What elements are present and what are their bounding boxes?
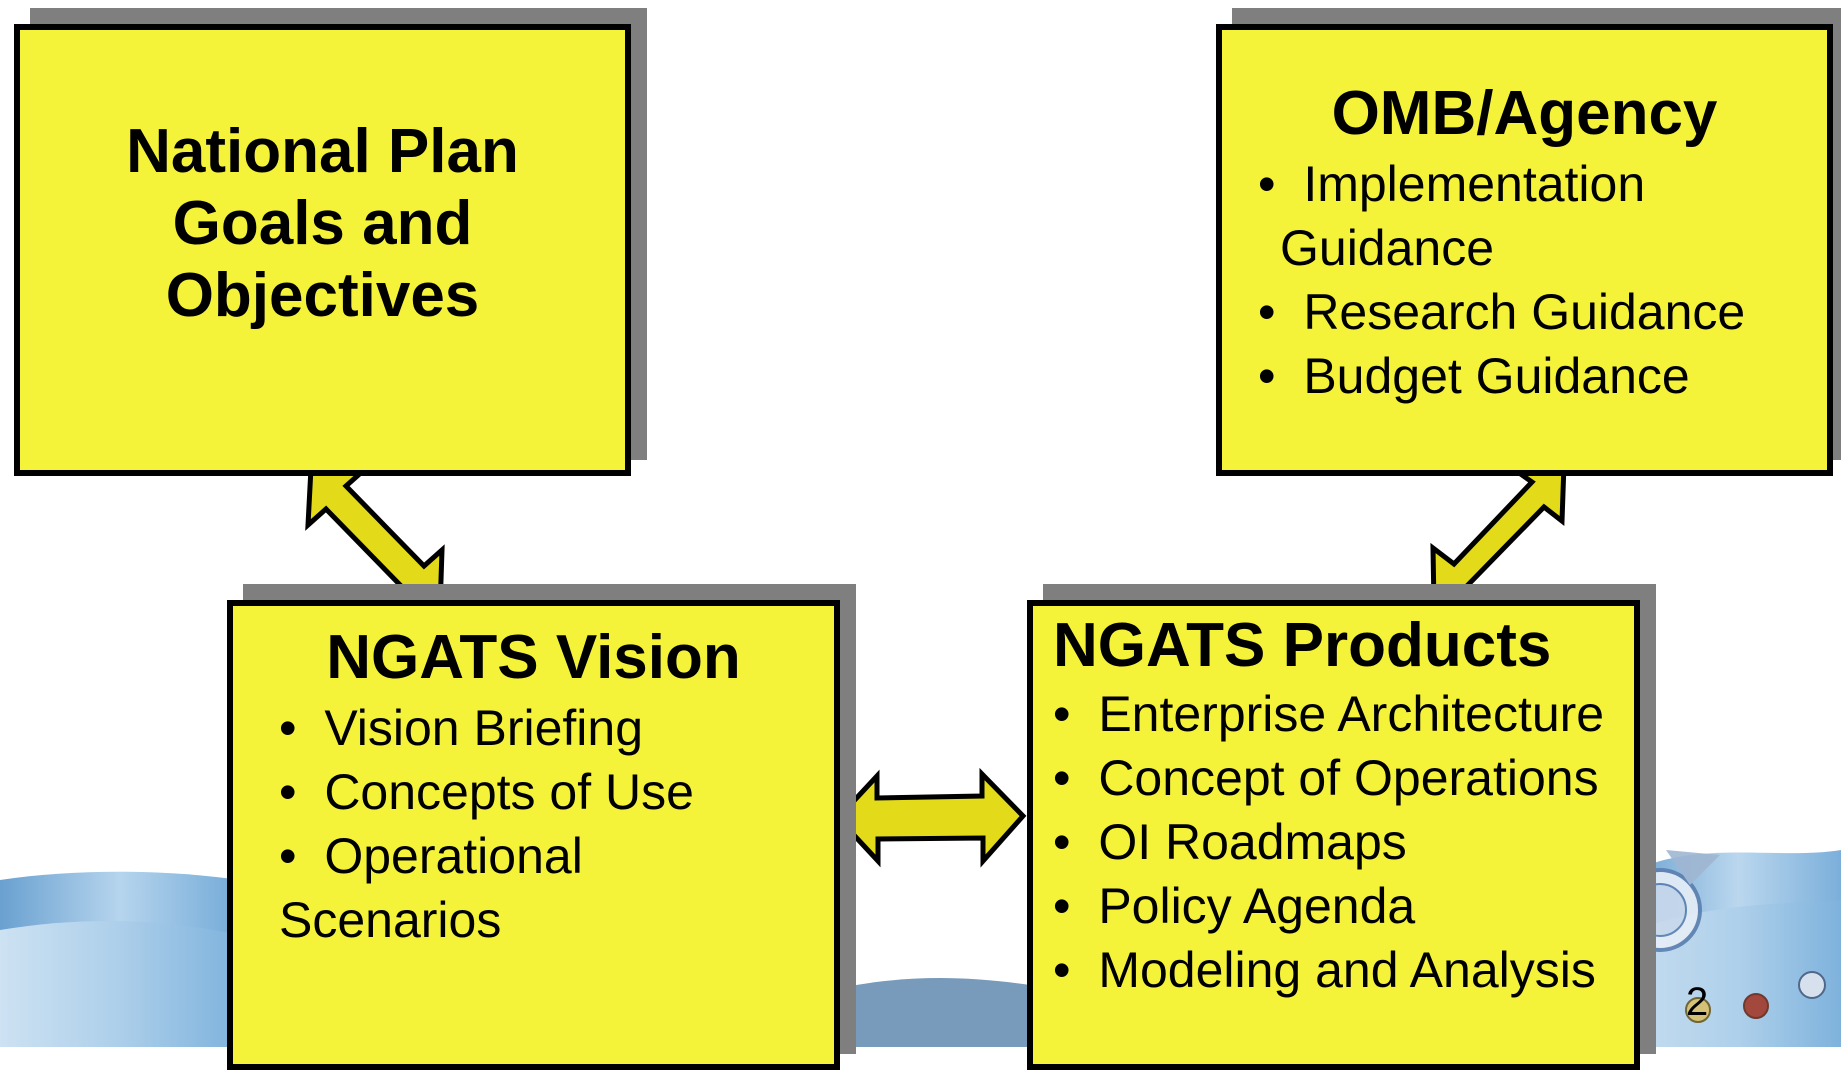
list-item: • Concepts of Use xyxy=(279,760,834,824)
bullet-icon: • xyxy=(1053,749,1085,806)
list-item-text: Enterprise Architecture xyxy=(1098,685,1605,742)
omb-agency-title: OMB/Agency xyxy=(1331,79,1718,148)
bullet-icon: • xyxy=(1053,813,1085,870)
bullet-icon: • xyxy=(1053,685,1085,742)
agency-logos xyxy=(1685,971,1826,1023)
list-item-text: Modeling and Analysis xyxy=(1098,941,1596,998)
page-number: 2 xyxy=(1686,980,1709,1024)
arrow-national-vision xyxy=(305,465,445,613)
arrow-vision-products xyxy=(834,767,1027,868)
list-item-text: Concept of Operations xyxy=(1098,749,1599,806)
national-plan-box: National Plan Goals and Objectives xyxy=(14,24,631,476)
list-item: • Concept of Operations xyxy=(1053,746,1634,810)
list-item-text: Vision Briefing xyxy=(324,699,644,756)
ngats-products-box: NGATS Products • Enterprise Architecture… xyxy=(1027,600,1640,1070)
list-item-text: Budget Guidance xyxy=(1303,347,1690,404)
list-item-text: Research Guidance xyxy=(1303,283,1746,340)
list-item: • Budget Guidance xyxy=(1258,344,1827,408)
ngats-vision-list: • Vision Briefing • Concepts of Use • Op… xyxy=(279,696,834,952)
list-item: • Research Guidance xyxy=(1258,280,1827,344)
list-item-text: Concepts of Use xyxy=(324,763,694,820)
national-plan-title-line: National Plan xyxy=(126,117,519,186)
swoosh-middle xyxy=(830,978,1030,1047)
list-item-text-continued: Scenarios xyxy=(279,891,502,948)
omb-agency-box: OMB/Agency • Implementation Guidance • R… xyxy=(1216,24,1833,476)
national-plan-title-line: Objectives xyxy=(165,260,480,330)
bullet-icon: • xyxy=(279,827,311,884)
omb-agency-list: • Implementation Guidance • Research Gui… xyxy=(1258,152,1827,408)
list-item: • Policy Agenda xyxy=(1053,874,1634,938)
ngats-products-list: • Enterprise Architecture • Concept of O… xyxy=(1053,682,1634,1002)
ngats-vision-box: NGATS Vision • Vision Briefing • Concept… xyxy=(227,600,840,1070)
national-plan-title: National Plan Goals and Objectives xyxy=(20,30,625,332)
connector-arrows xyxy=(305,461,1567,868)
bullet-icon: • xyxy=(1258,347,1290,404)
national-plan-title-line: Goals and xyxy=(172,188,473,258)
bullet-icon: • xyxy=(279,763,311,820)
list-item-text-continued: Guidance xyxy=(1280,219,1495,276)
list-item: • Vision Briefing xyxy=(279,696,834,760)
ngats-vision-title: NGATS Vision xyxy=(326,623,741,692)
list-item: • Enterprise Architecture xyxy=(1053,682,1634,746)
bullet-icon: • xyxy=(1053,941,1085,998)
background-decoration xyxy=(0,850,1841,1047)
list-item-text: Implementation xyxy=(1303,155,1646,212)
bullet-icon: • xyxy=(1053,877,1085,934)
arrow-products-omb xyxy=(1430,461,1567,609)
list-item-text: Operational xyxy=(324,827,583,884)
bullet-icon: • xyxy=(1258,155,1290,212)
bullet-icon: • xyxy=(1258,283,1290,340)
ngats-products-title: NGATS Products xyxy=(1053,611,1552,680)
list-item-text: OI Roadmaps xyxy=(1098,813,1407,870)
list-item: • Implementation Guidance xyxy=(1258,152,1827,280)
list-item: • Operational Scenarios xyxy=(279,824,834,952)
list-item: • Modeling and Analysis xyxy=(1053,938,1634,1002)
list-item: • OI Roadmaps xyxy=(1053,810,1634,874)
bullet-icon: • xyxy=(279,699,311,756)
list-item-text: Policy Agenda xyxy=(1098,877,1416,934)
swoosh-left-light xyxy=(0,920,240,1047)
